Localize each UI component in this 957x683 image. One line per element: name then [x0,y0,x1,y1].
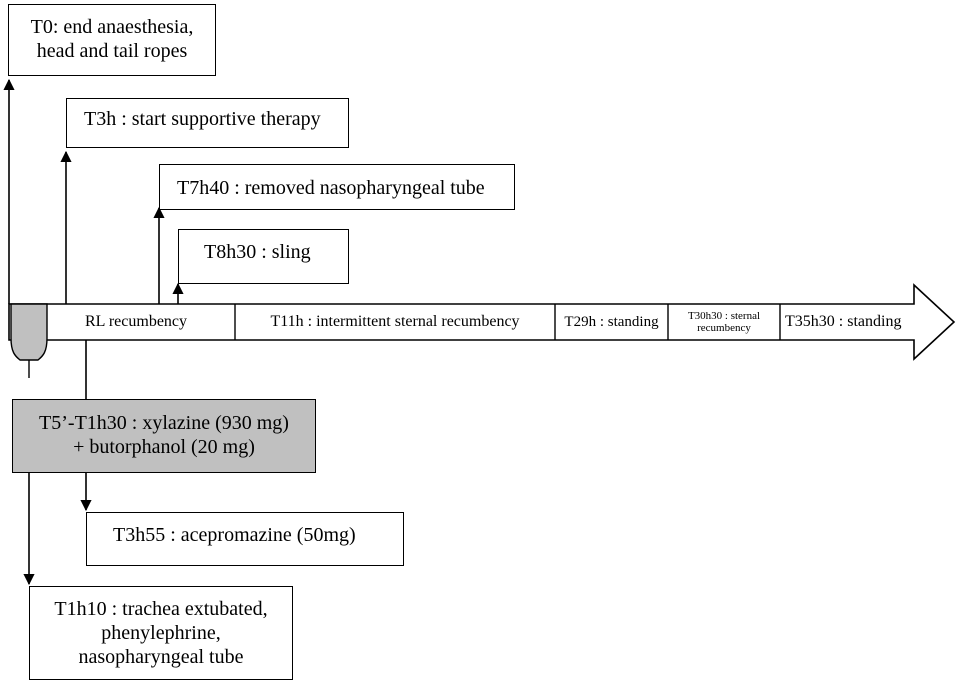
event-line: T3h : start supportive therapy [84,108,321,130]
timeline-segment: T35h30 : standing [780,304,914,340]
start-marker [10,303,48,361]
segment-label: T29h : standing [564,313,659,330]
event-box-t7h40: T7h40 : removed nasopharyngeal tube [159,164,515,210]
sedation-line: + butorphanol (20 mg) [73,436,255,458]
event-line: head and tail ropes [36,40,188,62]
event-line: phenylephrine, [101,622,221,644]
event-box-t8h30: T8h30 : sling [178,229,349,284]
timeline-segment: RL recumbency [47,304,235,340]
event-box-t1h10: T1h10 : trachea extubated, phenylephrine… [29,586,293,680]
event-line: nasopharyngeal tube [78,646,244,668]
sedation-box: T5’-T1h30 : xylazine (930 mg) + butorpha… [12,399,316,473]
event-box-t3h55: T3h55 : acepromazine (50mg) [86,512,404,566]
event-line: T3h55 : acepromazine (50mg) [113,524,356,546]
event-line: T7h40 : removed nasopharyngeal tube [177,177,485,199]
segment-label: T30h30 : sternal recumbency [687,310,761,334]
segment-label: T35h30 : standing [785,313,902,330]
event-line: T1h10 : trachea extubated, [54,598,268,620]
event-box-t0: T0: end anaesthesia, head and tail ropes [8,4,216,76]
event-line: T8h30 : sling [204,241,311,263]
timeline-segment: T11h : intermittent sternal recumbency [235,304,555,340]
timeline-segment: T29h : standing [555,304,668,340]
timeline-arrow [8,283,956,361]
event-line: T0: end anaesthesia, [30,16,194,38]
sedation-line: T5’-T1h30 : xylazine (930 mg) [39,412,289,434]
segment-label: RL recumbency [84,313,188,330]
event-box-t3h: T3h : start supportive therapy [66,98,349,148]
segment-label: T11h : intermittent sternal recumbency [270,313,520,330]
timeline-segment: T30h30 : sternal recumbency [668,304,780,340]
